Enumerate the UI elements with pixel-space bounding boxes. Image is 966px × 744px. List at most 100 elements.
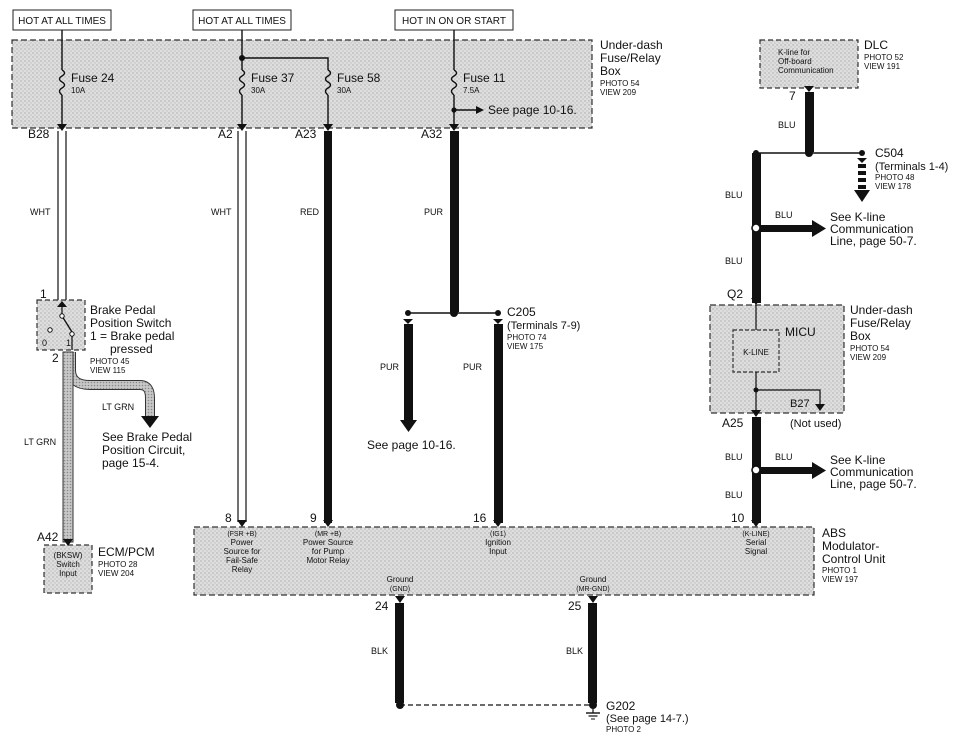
svg-text:BLK: BLK [371,646,388,656]
svg-text:Communication: Communication [778,66,834,75]
ground-g202 [396,701,600,720]
svg-text:Brake Pedal: Brake Pedal [90,303,155,317]
brake-switch-label: Brake Pedal Position Switch 1 = Brake pe… [90,303,174,375]
top-terminal-labels: B28 A2 A23 A32 [28,127,443,141]
fuse-24-label: Fuse 24 [71,71,115,85]
svg-text:WHT: WHT [211,207,232,217]
svg-text:Switch: Switch [56,560,80,569]
svg-text:(K-LINE): (K-LINE) [742,531,769,538]
svg-text:BLU: BLU [725,490,743,500]
svg-text:Box: Box [850,329,871,343]
wire-pur-a32 [450,131,459,312]
g202-label: G202 (See page 14-7.) PHOTO 2 [606,699,689,734]
fuse-37-label: Fuse 37 [251,71,295,85]
svg-text:DLC: DLC [864,38,888,52]
power-label-hot3: HOT IN ON OR START [394,9,514,31]
svg-text:PHOTO 54: PHOTO 54 [600,79,640,88]
svg-text:Ignition: Ignition [485,538,511,547]
svg-text:Modulator-: Modulator- [822,539,879,553]
svg-text:(See page 14-7.): (See page 14-7.) [606,713,689,725]
svg-text:See K-line: See K-line [830,453,886,467]
svg-text:PHOTO 28: PHOTO 28 [98,560,138,569]
c504-splice [753,149,870,202]
svg-text:C504: C504 [875,146,904,160]
svg-text:Power: Power [231,538,254,547]
svg-text:(FSR +B): (FSR +B) [227,531,256,538]
fuse-labels: Fuse 24 10A Fuse 37 30A Fuse 58 30A Fuse… [71,71,577,117]
fuse-symbols [58,69,458,96]
wire-blu-kline-branch-1 [761,225,816,232]
svg-text:30A: 30A [337,86,352,95]
svg-text:C205: C205 [507,305,536,319]
top-box-terminals [57,124,459,131]
wire-blu-kline-branch-2 [761,467,816,474]
abs-modulator-box [193,526,815,596]
wire-wht-a2 [237,131,247,522]
svg-text:10: 10 [731,511,745,525]
svg-text:(Not used): (Not used) [790,418,841,430]
svg-text:HOT AT ALL TIMES: HOT AT ALL TIMES [198,16,286,27]
svg-text:(MR +B): (MR +B) [315,531,341,538]
svg-text:BLU: BLU [775,210,793,220]
svg-text:Under-dash: Under-dash [850,303,913,317]
svg-text:for Pump: for Pump [312,547,345,556]
svg-text:B28: B28 [28,127,50,141]
svg-text:PHOTO 52: PHOTO 52 [864,53,904,62]
svg-text:Fail-Safe: Fail-Safe [226,556,259,565]
svg-text:(MR-GND): (MR-GND) [576,586,609,593]
brake-see-label: See Brake Pedal Position Circuit, page 1… [102,430,192,470]
svg-text:G202: G202 [606,699,636,713]
svg-text:Power Source: Power Source [303,538,354,547]
micu-internal: K-LINE MICU B27 [732,305,825,413]
svg-text:See K-line: See K-line [830,210,886,224]
svg-text:BLU: BLU [775,452,793,462]
ecm-pcm: (BKSW) Switch Input [43,539,93,594]
svg-text:Position Switch: Position Switch [90,316,171,330]
svg-text:Communication: Communication [830,222,913,236]
svg-text:Relay: Relay [232,565,252,574]
fuse-box-top [11,39,593,129]
svg-text:BLU: BLU [778,120,796,130]
wire-ltgrn-ecm [62,351,74,543]
svg-text:A42: A42 [37,530,59,544]
svg-text:Ground: Ground [387,575,414,584]
micu-box-label: Under-dash Fuse/Relay Box PHOTO 54 VIEW … [850,303,913,362]
svg-text:Fuse/Relay: Fuse/Relay [850,316,911,330]
svg-text:PHOTO 74: PHOTO 74 [507,333,547,342]
svg-text:K-LINE: K-LINE [743,348,769,357]
wire-red-a23 [324,131,332,523]
fuse-box-top-title: Under-dash Fuse/Relay Box PHOTO 54 VIEW … [600,38,663,97]
fuse-58-label: Fuse 58 [337,71,381,85]
svg-text:Control Unit: Control Unit [822,552,886,566]
svg-text:See Brake Pedal: See Brake Pedal [102,430,192,444]
svg-text:ECM/PCM: ECM/PCM [98,545,155,559]
svg-text:A25: A25 [722,416,744,430]
power-leads [61,30,455,40]
dlc-label: DLC PHOTO 52 VIEW 191 [864,38,904,71]
svg-text:A2: A2 [218,127,233,141]
svg-text:LT GRN: LT GRN [24,437,56,447]
abs-terminal-arrows [237,520,761,527]
wire-blk-24 [395,603,404,703]
svg-text:RED: RED [300,207,320,217]
svg-text:VIEW 191: VIEW 191 [864,62,901,71]
svg-text:Line, page 50-7.: Line, page 50-7. [830,477,917,491]
svg-text:Input: Input [489,547,508,556]
svg-text:Ground: Ground [580,575,607,584]
kline-see-2: See K-line Communication Line, page 50-7… [830,453,917,491]
c205-label: C205 (Terminals 7-9) PHOTO 74 VIEW 175 [507,305,580,351]
svg-text:PHOTO 45: PHOTO 45 [90,357,130,366]
svg-text:24: 24 [375,599,389,613]
svg-text:MICU: MICU [785,325,816,339]
svg-text:ABS: ABS [822,526,846,540]
svg-text:30A: 30A [251,86,266,95]
svg-text:VIEW 209: VIEW 209 [600,88,637,97]
arrow-see-10-16-top [476,106,484,114]
abs-ground-terminals [395,596,598,603]
svg-text:(IG1): (IG1) [490,531,506,538]
svg-text:8: 8 [225,511,232,525]
svg-text:Input: Input [59,569,78,578]
brake-pedal-switch: 0 1 [36,299,86,351]
